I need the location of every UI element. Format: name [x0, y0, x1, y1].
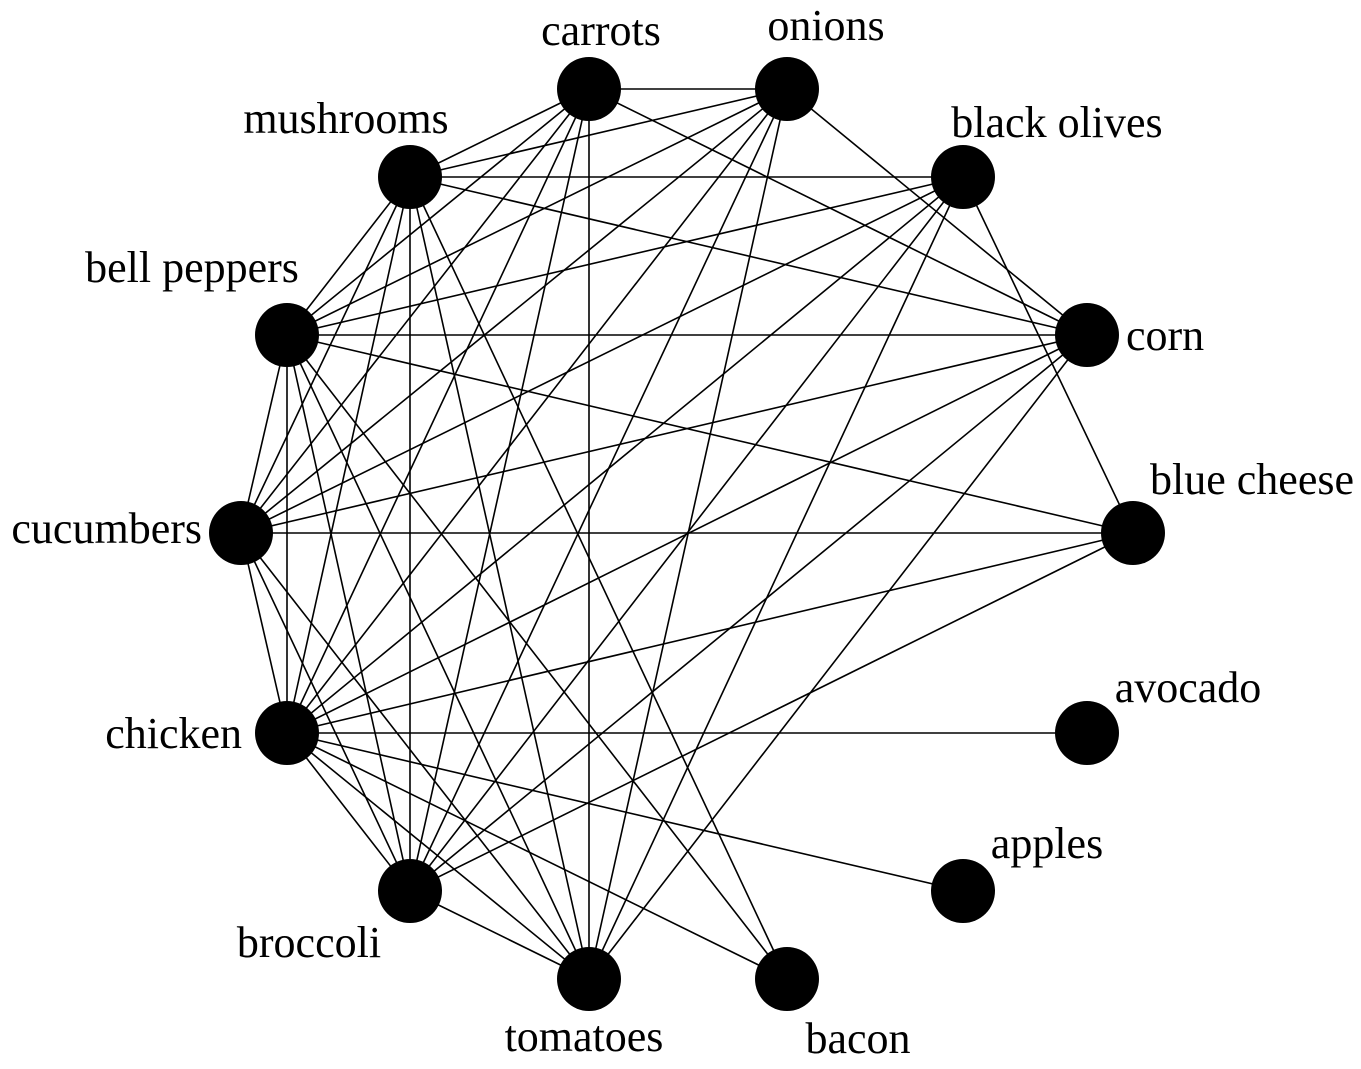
edge-corn-cucumbers: [240, 334, 1088, 534]
node-label-bacon: bacon: [805, 1014, 910, 1063]
edge-blue-cheese-chicken: [286, 532, 1134, 734]
node-chicken: [255, 701, 319, 765]
node-onions: [755, 57, 819, 121]
edge-onions-cucumbers: [240, 88, 788, 534]
edge-carrots-chicken: [286, 88, 590, 734]
edge-carrots-cucumbers: [240, 88, 590, 534]
edge-carrots-bell-peppers: [286, 88, 590, 336]
node-label-blue-cheese: blue cheese: [1150, 455, 1354, 504]
edge-black-olives-cucumbers: [240, 176, 964, 534]
node-corn: [1055, 303, 1119, 367]
edge-corn-mushrooms: [409, 176, 1088, 336]
edges-layer: [240, 88, 1134, 980]
edge-corn-tomatoes: [588, 334, 1088, 980]
edge-black-olives-tomatoes: [588, 176, 964, 980]
node-label-carrots: carrots: [541, 6, 661, 55]
node-broccoli: [378, 859, 442, 923]
edge-onions-chicken: [286, 88, 788, 734]
node-carrots: [557, 57, 621, 121]
edge-corn-broccoli: [409, 334, 1088, 892]
edge-cucumbers-bell-peppers: [240, 334, 288, 534]
node-label-black-olives: black olives: [951, 98, 1162, 147]
node-apples: [931, 859, 995, 923]
edge-onions-corn: [786, 88, 1088, 336]
node-tomatoes: [557, 947, 621, 1011]
edge-carrots-corn: [588, 88, 1088, 336]
edge-onions-broccoli: [409, 88, 788, 892]
edge-bacon-chicken: [286, 732, 788, 980]
edge-broccoli-cucumbers: [240, 532, 411, 892]
node-cucumbers: [209, 501, 273, 565]
edge-blue-cheese-bell-peppers: [286, 334, 1134, 534]
node-label-avocado: avocado: [1115, 663, 1262, 712]
edge-onions-bell-peppers: [286, 88, 788, 336]
edge-bacon-bell-peppers: [286, 334, 788, 980]
edge-tomatoes-bell-peppers: [286, 334, 590, 980]
edge-broccoli-chicken: [286, 732, 411, 892]
edge-chicken-mushrooms: [286, 176, 411, 734]
node-label-bell-peppers: bell peppers: [85, 243, 299, 292]
edge-carrots-broccoli: [409, 88, 590, 892]
edge-tomatoes-cucumbers: [240, 532, 590, 980]
node-label-apples: apples: [991, 819, 1103, 868]
labels-layer: carrots onions black olives corn blue cheese…: [11, 1, 1354, 1063]
edge-tomatoes-chicken: [286, 732, 590, 980]
edge-carrots-mushrooms: [409, 88, 590, 178]
edge-cucumbers-mushrooms: [240, 176, 411, 534]
node-black-olives: [931, 145, 995, 209]
node-bacon: [755, 947, 819, 1011]
node-bell-peppers: [255, 303, 319, 367]
node-mushrooms: [378, 145, 442, 209]
edge-bell-peppers-mushrooms: [286, 176, 411, 336]
node-label-mushrooms: mushrooms: [243, 94, 448, 143]
nodes-layer: [209, 57, 1165, 1011]
node-avocado: [1055, 701, 1119, 765]
edge-black-olives-bell-peppers: [286, 176, 964, 336]
edge-bacon-mushrooms: [409, 176, 788, 980]
edge-apples-chicken: [286, 732, 964, 892]
node-label-cucumbers: cucumbers: [11, 504, 202, 553]
edge-chicken-cucumbers: [240, 532, 288, 734]
edge-onions-mushrooms: [409, 88, 788, 178]
edge-black-olives-chicken: [286, 176, 964, 734]
edge-blue-cheese-broccoli: [409, 532, 1134, 892]
edge-tomatoes-broccoli: [409, 890, 590, 980]
edge-tomatoes-mushrooms: [409, 176, 590, 980]
node-label-chicken: chicken: [105, 709, 242, 758]
node-label-onions: onions: [767, 1, 884, 50]
node-blue-cheese: [1101, 501, 1165, 565]
edge-broccoli-bell-peppers: [286, 334, 411, 892]
node-label-tomatoes: tomatoes: [505, 1012, 664, 1061]
node-label-broccoli: broccoli: [237, 918, 381, 967]
node-label-corn: corn: [1126, 311, 1204, 360]
edge-corn-chicken: [286, 334, 1088, 734]
